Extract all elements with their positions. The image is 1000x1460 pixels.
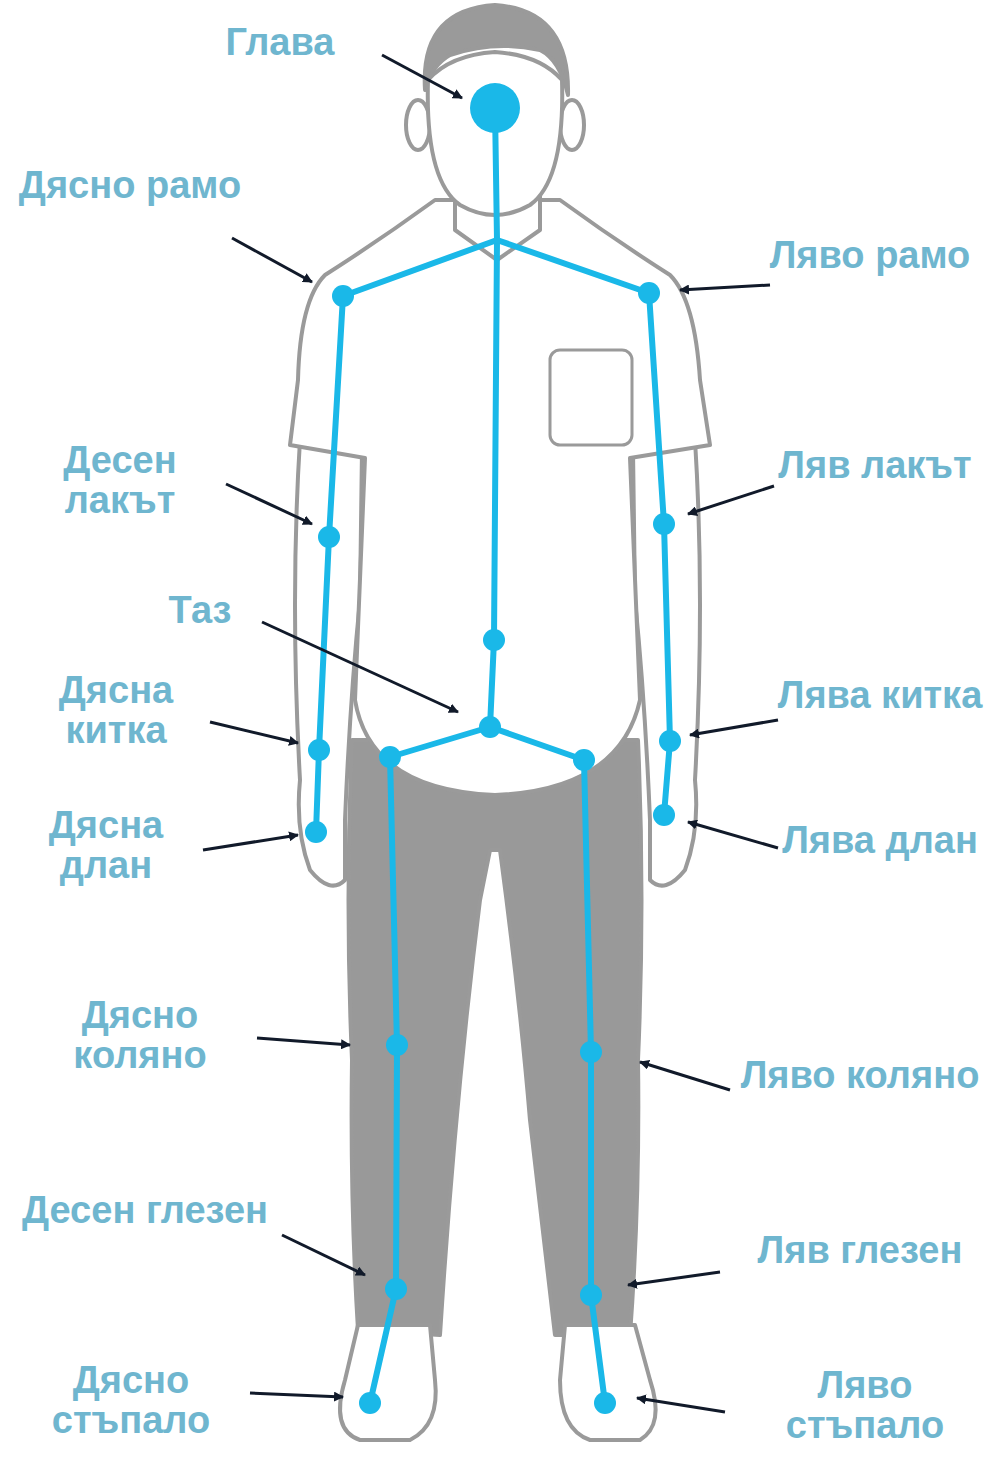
skeleton	[316, 108, 670, 1403]
body-part-label: Глава	[180, 22, 380, 62]
body-part-label: Ляво рамо	[755, 235, 985, 275]
body-part-label: Дясна китка	[6, 670, 226, 750]
body-part-label: Лява длан	[770, 820, 990, 860]
leader-arrows	[203, 55, 778, 1412]
body-part-label: Дясно коляно	[10, 995, 270, 1075]
body-part-label: Дясно стъпало	[6, 1360, 256, 1440]
body-part-label: Ляво коляно	[730, 1055, 990, 1095]
body-part-label: Таз	[120, 590, 280, 630]
joint-dots	[305, 83, 681, 1414]
body-part-label: Дясно рамо	[15, 165, 245, 205]
body-part-label: Ляв лакът	[765, 445, 985, 485]
body-part-label: Десен глезен	[15, 1190, 275, 1230]
body-part-label: Дясна длан	[6, 805, 206, 885]
body-part-label: Ляво стъпало	[740, 1365, 990, 1445]
body-part-label: Десен лакът	[10, 440, 230, 520]
body-part-label: Лява китка	[770, 675, 990, 715]
body-part-label: Ляв глезен	[735, 1230, 985, 1270]
person-figure	[290, 5, 710, 1440]
